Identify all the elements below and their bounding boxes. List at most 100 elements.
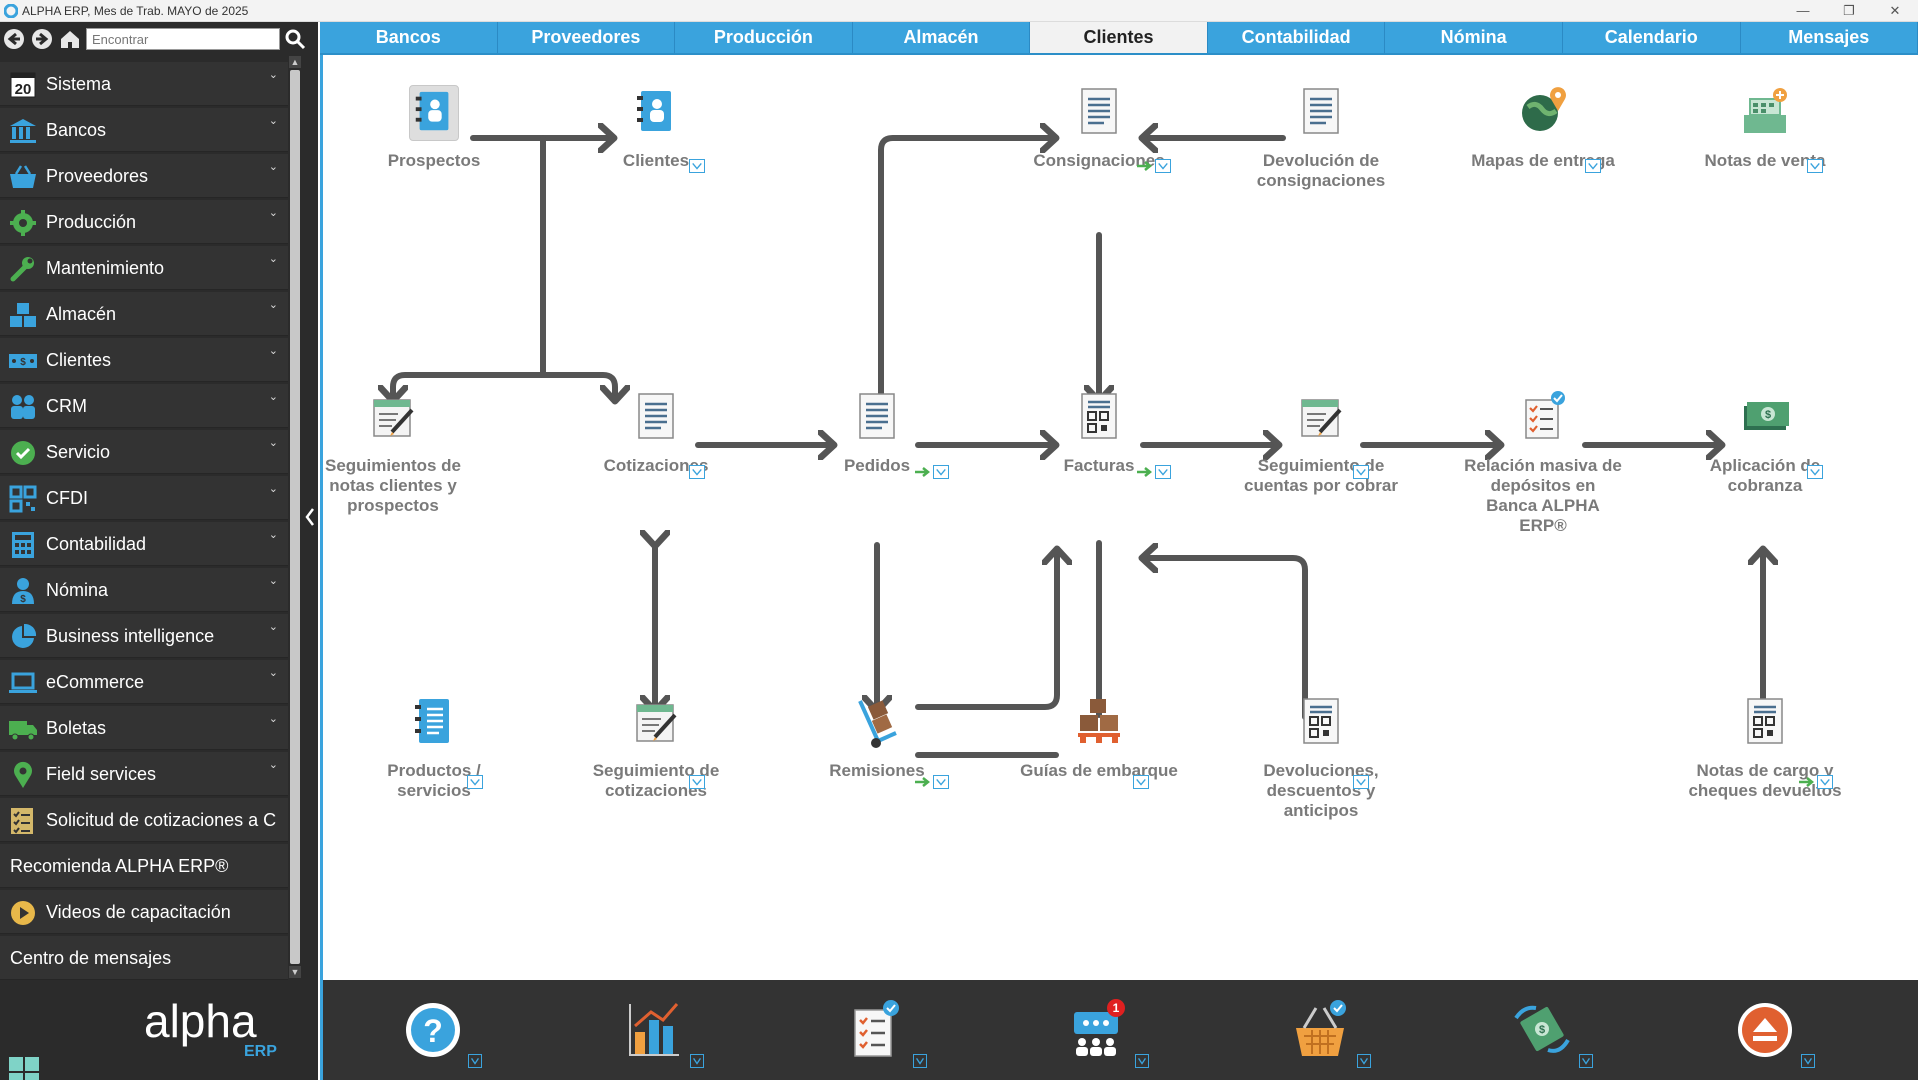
sidebar-item-almacen[interactable]: Almacén⌄	[0, 292, 288, 336]
remisiones-go-icon[interactable]	[913, 775, 933, 789]
aplicacion-dropdown-icon[interactable]	[1807, 465, 1823, 479]
node-seguimiento-cotizaciones[interactable]: Seguimiento de cotizaciones	[576, 695, 736, 845]
transfer-dropdown-icon[interactable]	[1579, 1054, 1593, 1068]
tab-mensajes[interactable]: Mensajes	[1741, 22, 1918, 53]
cotizaciones-dropdown-icon[interactable]	[689, 465, 705, 479]
tab-bancos[interactable]: Bancos	[320, 22, 498, 53]
sidebar-item-boletas[interactable]: Boletas⌄	[0, 706, 288, 750]
tab-clientes[interactable]: Clientes	[1030, 22, 1208, 53]
node-notas-cargo[interactable]: Notas de cargo y cheques devueltos	[1685, 695, 1845, 845]
sidebar-item-cfdi[interactable]: CFDI⌄	[0, 476, 288, 520]
node-prospectos[interactable]: Prospectos	[354, 85, 514, 235]
consignaciones-go-icon[interactable]	[1135, 159, 1155, 173]
sidebar-item-servicio[interactable]: Servicio⌄	[0, 430, 288, 474]
sidebar-item-contabilidad[interactable]: Contabilidad⌄	[0, 522, 288, 566]
node-aplicacion-cobranza[interactable]: $ Aplicación de cobranza	[1685, 390, 1845, 540]
close-button[interactable]: ✕	[1889, 3, 1901, 18]
eject-dropdown-icon[interactable]	[1801, 1054, 1815, 1068]
messages-dropdown-icon[interactable]	[1135, 1054, 1149, 1068]
node-seguimientos-notas[interactable]: Seguimientos de notas clientes y prospec…	[313, 390, 473, 540]
svg-text:$: $	[20, 357, 26, 368]
sidebar-scrollbar[interactable]: ▲ ▼	[288, 56, 302, 980]
help-dropdown-icon[interactable]	[468, 1054, 482, 1068]
sidebar-item-mantenimiento[interactable]: Mantenimiento⌄	[0, 246, 288, 290]
tab-nomina[interactable]: Nómina	[1385, 22, 1563, 53]
sidebar-item-sistema[interactable]: 20 Sistema⌄	[0, 62, 288, 106]
windows-grid-icon[interactable]	[8, 1056, 40, 1080]
help-icon[interactable]: ?	[403, 998, 463, 1060]
node-productos-servicios[interactable]: Productos / servicios	[354, 695, 514, 845]
tab-calendario[interactable]: Calendario	[1563, 22, 1741, 53]
node-clientes[interactable]: Clientes	[576, 85, 736, 235]
svg-text:?: ?	[423, 1013, 443, 1049]
sidebar-item-proveedores[interactable]: Proveedores⌄	[0, 154, 288, 198]
notas-cargo-dropdown-icon[interactable]	[1817, 775, 1833, 789]
tab-proveedores[interactable]: Proveedores	[498, 22, 676, 53]
mapas-dropdown-icon[interactable]	[1585, 159, 1601, 173]
sidebar-item-bancos[interactable]: Bancos⌄	[0, 108, 288, 152]
back-icon[interactable]	[2, 27, 26, 51]
chart-dropdown-icon[interactable]	[690, 1054, 704, 1068]
search-icon[interactable]	[284, 28, 306, 50]
node-remisiones[interactable]: Remisiones	[797, 695, 957, 845]
pedidos-dropdown-icon[interactable]	[933, 465, 949, 479]
sidebar-item-centro-mensajes[interactable]: Centro de mensajes	[0, 936, 288, 980]
node-devoluciones-descuentos[interactable]: Devoluciones, descuentos y anticipos	[1241, 695, 1401, 845]
notas-cargo-go-icon[interactable]	[1797, 775, 1817, 789]
minimize-button[interactable]: —	[1796, 3, 1810, 18]
node-mapas-entrega[interactable]: Mapas de entrega	[1463, 85, 1623, 235]
sidebar-item-ecommerce[interactable]: eCommerce⌄	[0, 660, 288, 704]
facturas-dropdown-icon[interactable]	[1155, 465, 1171, 479]
node-cotizaciones[interactable]: Cotizaciones	[576, 390, 736, 540]
guias-dropdown-icon[interactable]	[1133, 775, 1149, 789]
bar-chart-icon[interactable]	[623, 998, 683, 1060]
remisiones-dropdown-icon[interactable]	[933, 775, 949, 789]
sidebar-item-business-intelligence[interactable]: Business intelligence⌄	[0, 614, 288, 658]
tab-produccion[interactable]: Producción	[675, 22, 853, 53]
node-devolucion-consignaciones[interactable]: Devolución de consignaciones	[1241, 85, 1401, 235]
seguimiento-cotizaciones-dropdown-icon[interactable]	[689, 775, 705, 789]
node-consignaciones[interactable]: Consignaciones	[1019, 85, 1179, 235]
sidebar-item-clientes[interactable]: $ Clientes⌄	[0, 338, 288, 382]
forward-icon[interactable]	[30, 27, 54, 51]
sidebar-item-field-services[interactable]: Field services⌄	[0, 752, 288, 796]
tab-almacen[interactable]: Almacén	[853, 22, 1031, 53]
consignaciones-dropdown-icon[interactable]	[1155, 159, 1171, 173]
money-transfer-icon[interactable]: $	[1512, 998, 1572, 1060]
clientes-dropdown-icon[interactable]	[689, 159, 705, 173]
sidebar-item-nomina[interactable]: $ Nómina⌄	[0, 568, 288, 612]
node-guias-embarque[interactable]: Guías de embarque	[1019, 695, 1179, 845]
notas-venta-dropdown-icon[interactable]	[1807, 159, 1823, 173]
pedidos-go-icon[interactable]	[913, 465, 933, 479]
search-input[interactable]	[86, 28, 280, 50]
productos-dropdown-icon[interactable]	[467, 775, 483, 789]
sidebar-item-produccion[interactable]: Producción⌄	[0, 200, 288, 244]
facturas-go-icon[interactable]	[1135, 465, 1155, 479]
basket-dropdown-icon[interactable]	[1357, 1054, 1371, 1068]
tasks-dropdown-icon[interactable]	[913, 1054, 927, 1068]
sidebar-item-recomienda[interactable]: Recomienda ALPHA ERP®	[0, 844, 288, 888]
seguimiento-cuentas-dropdown-icon[interactable]	[1353, 465, 1369, 479]
devoluciones-dropdown-icon[interactable]	[1353, 775, 1369, 789]
address-book-icon	[637, 91, 671, 131]
scroll-up-icon[interactable]: ▲	[289, 56, 301, 68]
sidebar-item-solicitud-cotizaciones[interactable]: Solicitud de cotizaciones a C	[0, 798, 288, 842]
node-facturas[interactable]: Facturas	[1019, 390, 1179, 540]
node-relacion-depositos[interactable]: Relación masiva de depósitos en Banca AL…	[1463, 390, 1623, 540]
sidebar-item-videos[interactable]: Videos de capacitación	[0, 890, 288, 934]
messages-icon[interactable]: 1	[1068, 998, 1128, 1060]
tab-contabilidad[interactable]: Contabilidad	[1208, 22, 1386, 53]
shopping-basket-icon[interactable]	[1290, 998, 1350, 1060]
restore-button[interactable]: ❐	[1843, 3, 1855, 18]
home-icon[interactable]	[58, 27, 82, 51]
eject-icon[interactable]	[1735, 998, 1795, 1060]
node-notas-venta[interactable]: Notas de venta	[1685, 85, 1845, 235]
node-pedidos[interactable]: Pedidos	[797, 390, 957, 540]
sidebar-item-crm[interactable]: CRM⌄	[0, 384, 288, 428]
node-seguimiento-cuentas[interactable]: Seguimiento de cuentas por cobrar	[1241, 390, 1401, 540]
money-icon: $	[9, 354, 37, 368]
scroll-down-icon[interactable]: ▼	[289, 966, 301, 978]
tasks-icon[interactable]	[845, 998, 905, 1060]
collapse-sidebar-icon[interactable]	[303, 502, 317, 532]
scroll-thumb[interactable]	[290, 70, 300, 964]
